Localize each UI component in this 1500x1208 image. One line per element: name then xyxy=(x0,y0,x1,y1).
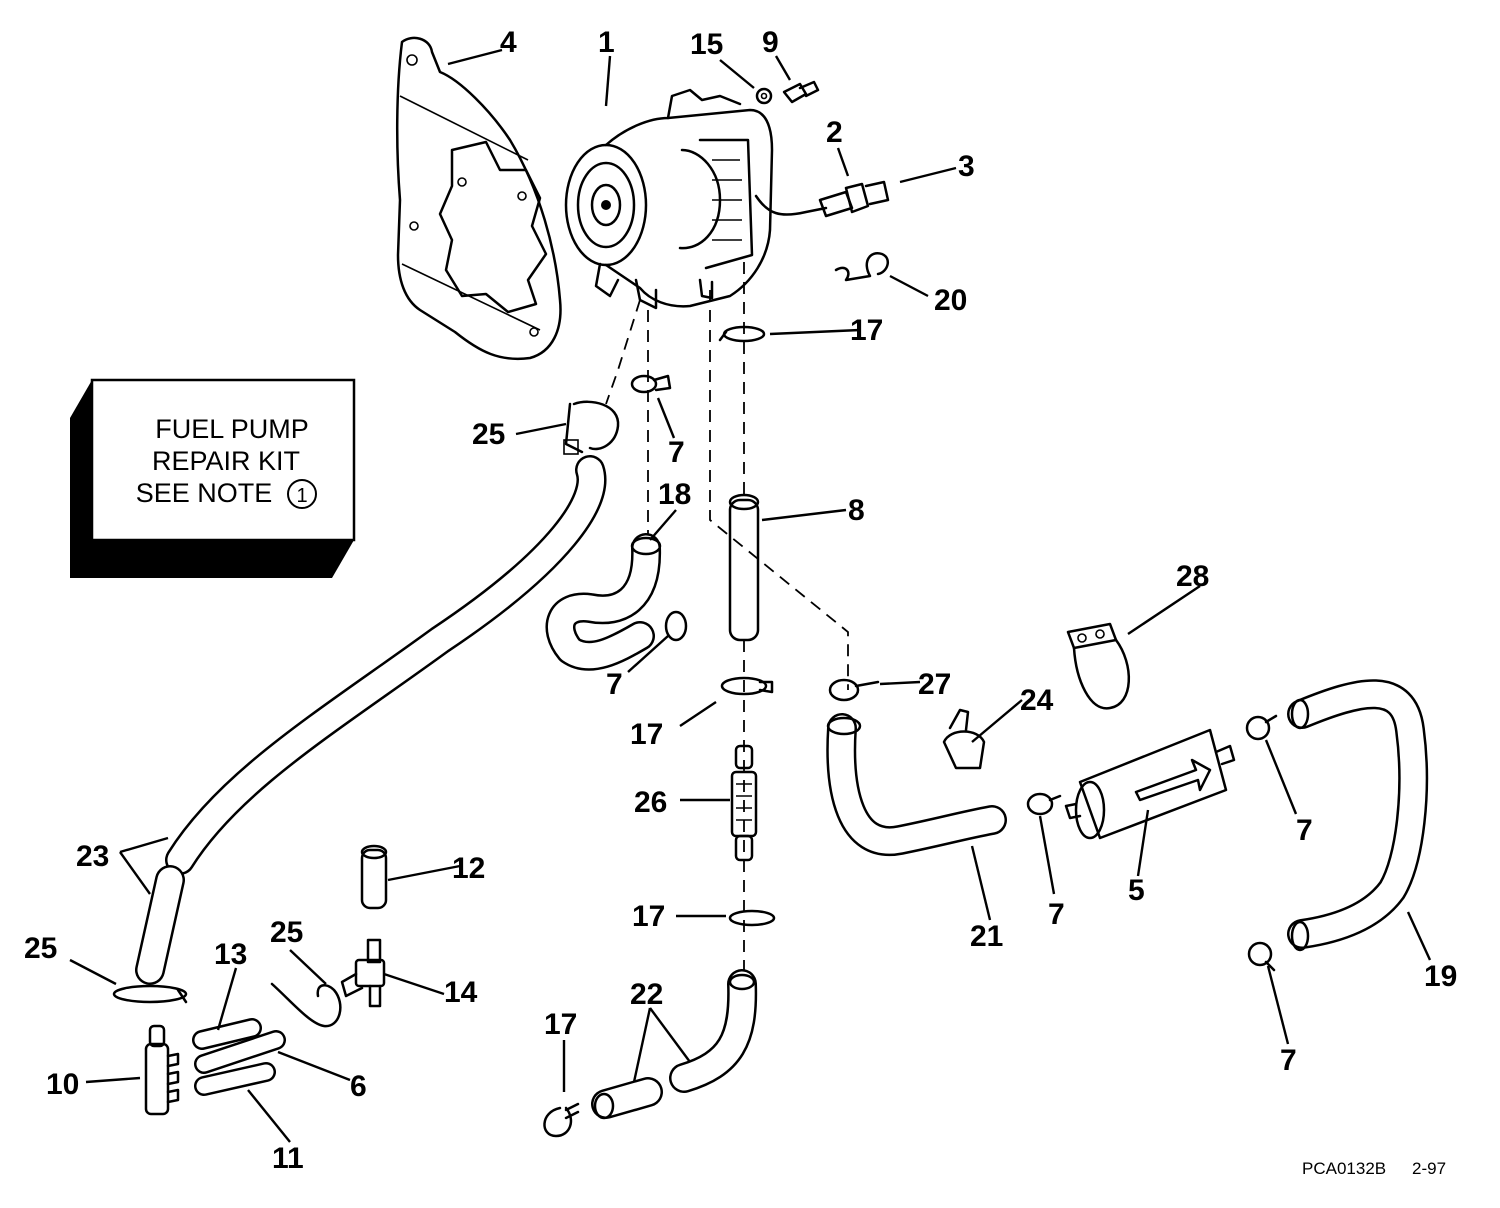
callout-3: 3 xyxy=(958,150,975,183)
hose-part-23 xyxy=(135,455,607,985)
screw-part-9 xyxy=(782,80,820,104)
callout-28: 28 xyxy=(1176,560,1209,593)
hose-part-19 xyxy=(1287,679,1429,952)
callout-20: 20 xyxy=(934,284,967,317)
callout-11: 11 xyxy=(272,1142,304,1175)
clamp-part-17 xyxy=(718,325,766,343)
tee-fitting-part-14 xyxy=(340,938,386,1008)
callout-26: 26 xyxy=(634,786,667,819)
repair-kit-line-1: FUEL PUMP xyxy=(155,414,309,444)
clamp-part-7 xyxy=(1247,941,1276,972)
hose-part-6 xyxy=(194,1030,286,1074)
hose-part-22 xyxy=(591,969,758,1120)
callout-15: 15 xyxy=(690,28,723,61)
repair-kit-line-2: REPAIR KIT xyxy=(152,446,300,476)
hose-part-18 xyxy=(545,533,662,671)
fuel-filter-part-5 xyxy=(1064,728,1236,840)
sensor-part-2-3 xyxy=(754,180,890,218)
callout-14: 14 xyxy=(444,976,478,1009)
callout-7c: 7 xyxy=(1296,814,1313,847)
callout-8: 8 xyxy=(848,494,865,527)
clip-part-25 xyxy=(563,400,620,455)
callout-13: 13 xyxy=(214,938,247,971)
callout-21: 21 xyxy=(970,920,1003,953)
hose-part-21 xyxy=(826,713,1007,857)
callout-27: 27 xyxy=(918,668,951,701)
callout-22: 22 xyxy=(630,978,663,1011)
callout-10: 10 xyxy=(46,1068,79,1101)
mounting-plate-part-4 xyxy=(395,36,562,361)
callout-6: 6 xyxy=(350,1070,367,1103)
callout-7b: 7 xyxy=(606,668,623,701)
clamp-part-17 xyxy=(728,909,776,927)
callout-24: 24 xyxy=(1020,684,1054,717)
clamp-part-17 xyxy=(543,1102,580,1138)
clip-part-20 xyxy=(834,251,890,282)
fuel-pump-part-1 xyxy=(564,88,774,310)
callout-18: 18 xyxy=(658,478,691,511)
drawing-code: PCA0132B 2-97 xyxy=(1302,1159,1446,1178)
bracket-part-24 xyxy=(942,708,986,770)
callout-25b: 25 xyxy=(270,916,303,949)
washer-part-15 xyxy=(755,87,773,105)
callout-12: 12 xyxy=(452,852,485,885)
clamp-part-7 xyxy=(630,374,672,394)
assembly-lines xyxy=(605,262,849,980)
hose-part-13 xyxy=(192,1018,262,1050)
clamp-part-17 xyxy=(720,676,774,696)
callout-numbers: 4 1 15 9 2 3 20 17 25 7 18 8 28 7 27 24 … xyxy=(24,26,1457,1175)
clamp-part-7 xyxy=(1026,792,1062,816)
hose-part-8 xyxy=(728,493,760,642)
clamp-part-7 xyxy=(664,610,688,642)
drawing-code-id: PCA0132B xyxy=(1302,1159,1386,1178)
clip-part-25 xyxy=(270,982,342,1028)
callout-25a: 25 xyxy=(472,418,505,451)
callout-9: 9 xyxy=(762,26,779,59)
clamp-part-7 xyxy=(1245,714,1278,741)
hose-part-12 xyxy=(360,844,388,910)
callout-7a: 7 xyxy=(668,436,685,469)
callout-19: 19 xyxy=(1424,960,1457,993)
callout-25c: 25 xyxy=(24,932,57,965)
clamp-part-27 xyxy=(828,678,880,702)
manifold-part-10 xyxy=(144,1024,180,1116)
callout-1: 1 xyxy=(598,26,615,59)
hose-part-11 xyxy=(194,1062,276,1096)
drawing-code-date: 2-97 xyxy=(1412,1159,1446,1178)
callout-17b: 17 xyxy=(630,718,663,751)
repair-kit-box: FUEL PUMP REPAIR KIT SEE NOTE 1 xyxy=(70,378,356,578)
callout-7d: 7 xyxy=(1048,898,1065,931)
callout-5: 5 xyxy=(1128,874,1145,907)
callout-17d: 17 xyxy=(544,1008,577,1041)
note-number-circle xyxy=(287,479,317,509)
callout-2: 2 xyxy=(826,116,843,149)
clip-part-25 xyxy=(112,984,188,1004)
repair-kit-line-3: SEE NOTE xyxy=(136,478,273,508)
callout-7e: 7 xyxy=(1280,1044,1297,1077)
leader-lines xyxy=(69,48,1432,1143)
callout-17c: 17 xyxy=(632,900,665,933)
strap-part-28 xyxy=(1066,622,1130,710)
fitting-part-26 xyxy=(730,744,758,862)
callout-17a: 17 xyxy=(850,314,883,347)
callout-4: 4 xyxy=(500,26,517,59)
note-number: 1 xyxy=(296,485,307,507)
callout-23: 23 xyxy=(76,840,109,873)
